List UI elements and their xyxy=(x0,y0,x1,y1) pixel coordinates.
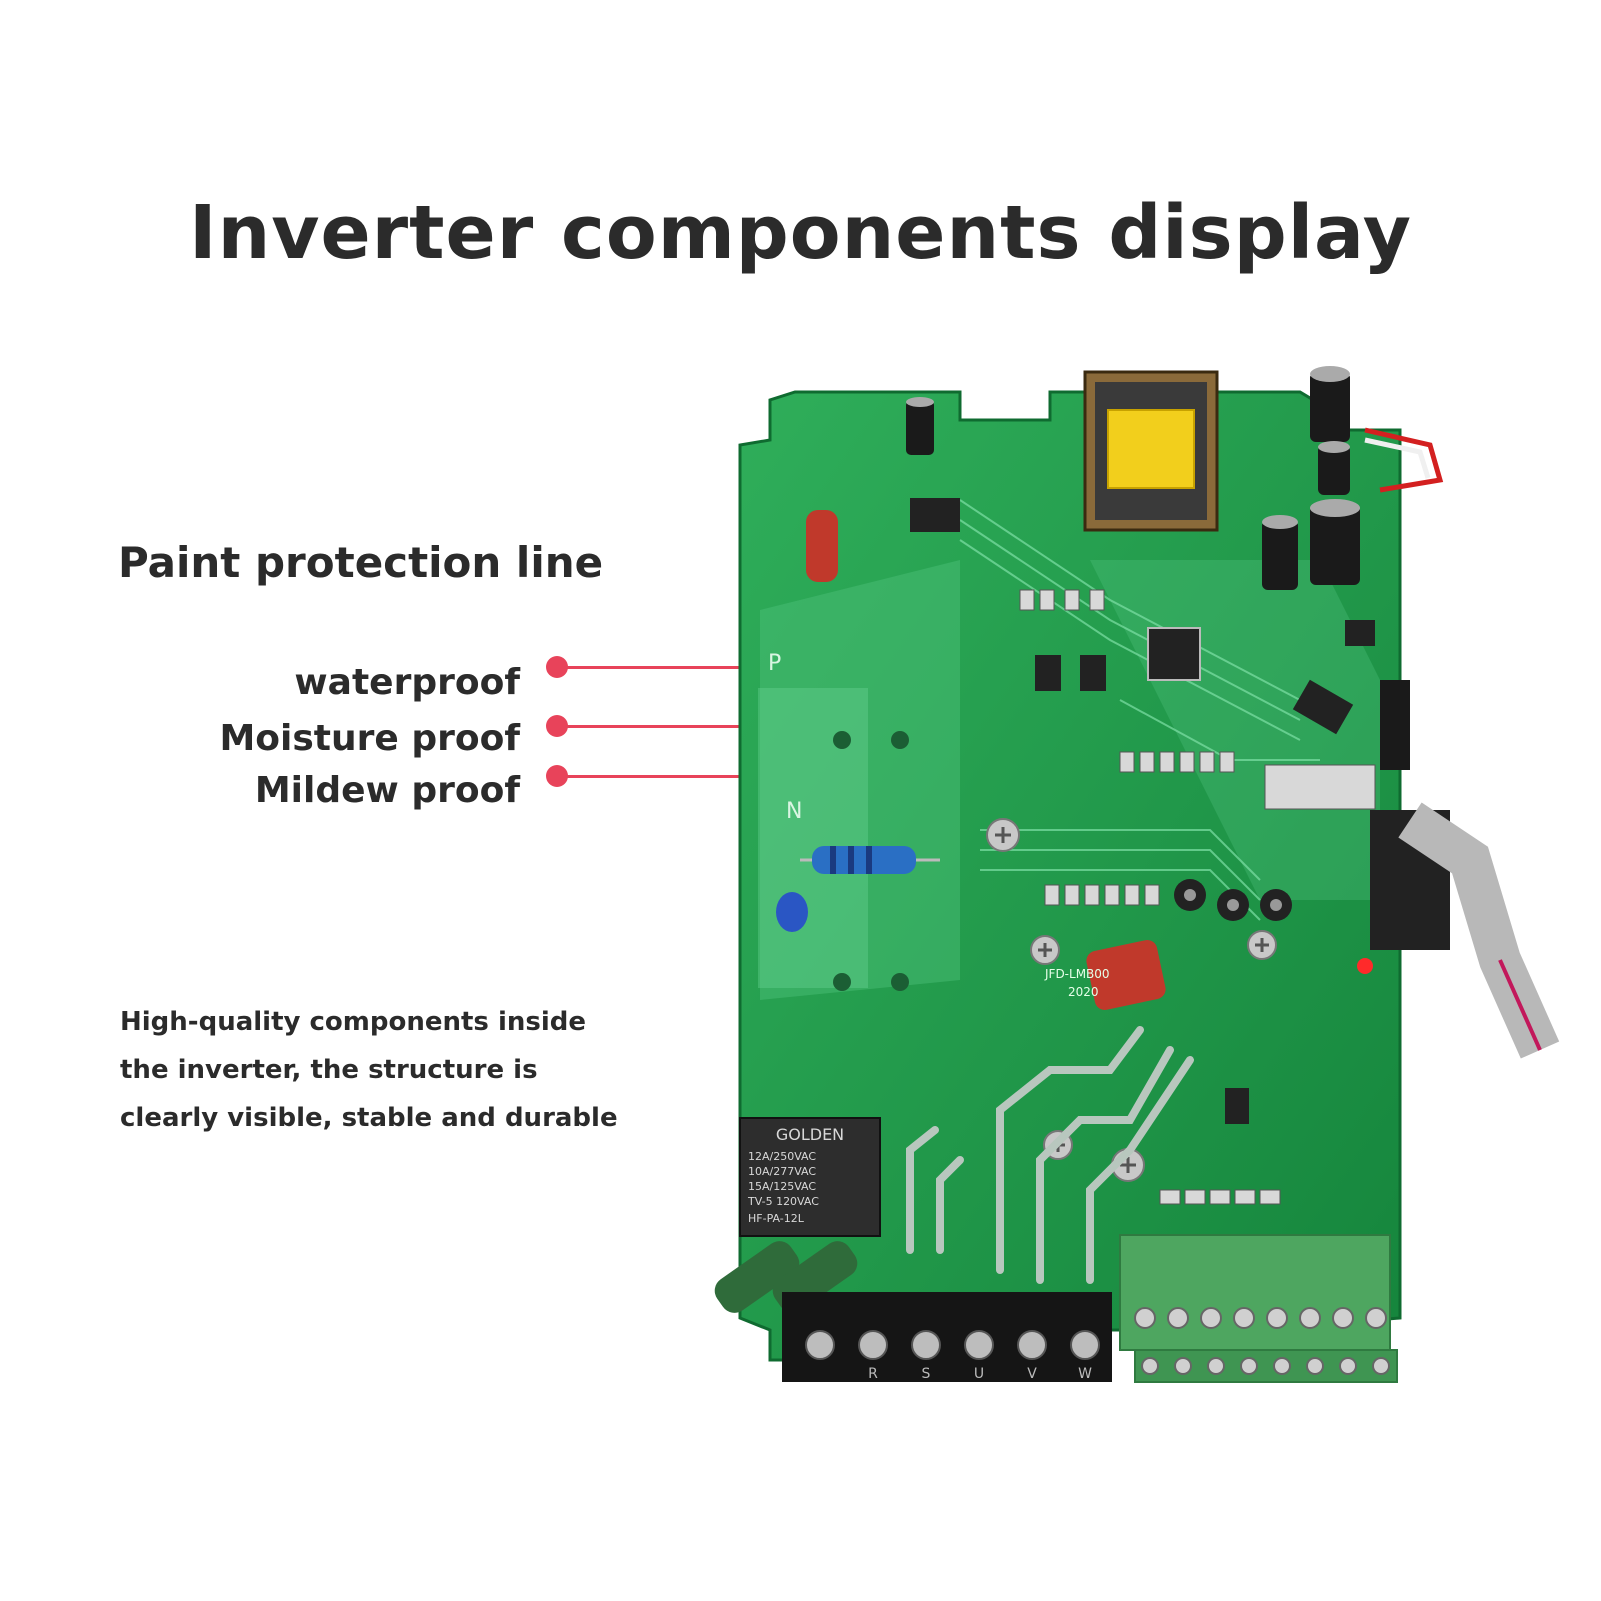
film-capacitor xyxy=(806,510,838,582)
smd-components xyxy=(1019,589,1376,1205)
pcb-code-label: JFD-LMB00 xyxy=(1044,967,1110,981)
ic-chip xyxy=(1225,1088,1249,1124)
electrolytic-capacitor xyxy=(1310,499,1360,585)
relay: GOLDEN 12A/250VAC 10A/277VAC 15A/125VAC … xyxy=(739,1117,881,1237)
section-subtitle: Paint protection line xyxy=(118,538,604,587)
status-led xyxy=(1357,958,1373,974)
coating-region xyxy=(760,560,960,1000)
electrolytic-capacitor xyxy=(906,397,934,455)
relay-rating: 12A/250VAC xyxy=(748,1150,816,1163)
description: High-quality components inside the inver… xyxy=(120,998,680,1142)
electrolytic-capacitor xyxy=(1318,441,1350,495)
feature-moisture-proof: Moisture proof xyxy=(219,718,520,759)
power-wire xyxy=(1364,427,1444,493)
ic-chip xyxy=(1080,655,1106,691)
microcontroller-chip xyxy=(1147,627,1201,681)
terminal-label-v: V xyxy=(1027,1366,1037,1382)
coating-region xyxy=(758,688,868,988)
pcb-traces xyxy=(959,499,1320,921)
callout-line xyxy=(557,666,763,669)
relay-model: HF-PA-12L xyxy=(748,1212,805,1225)
ic-chip xyxy=(910,498,960,532)
page-title: Inverter components display xyxy=(189,190,1412,276)
mounting-screw xyxy=(986,818,1020,852)
pcb-year-label: 2020 xyxy=(1068,985,1099,999)
electrolytic-capacitor xyxy=(1260,889,1292,921)
pin-header xyxy=(1380,680,1410,770)
solder-pads xyxy=(833,731,909,991)
ribbon-cable xyxy=(1498,959,1542,1051)
terminal-label-w: W xyxy=(1078,1366,1092,1382)
description-line: clearly visible, stable and durable xyxy=(120,1103,618,1133)
relay-brand: GOLDEN xyxy=(776,1125,844,1144)
film-capacitor xyxy=(1086,940,1166,1010)
feature-mildew-proof: Mildew proof xyxy=(254,770,520,811)
copper-bus xyxy=(906,1026,1194,1284)
callout-line xyxy=(557,775,763,778)
ic-chip xyxy=(1292,679,1354,735)
terminal-label-s: S xyxy=(922,1366,931,1382)
description-line: High-quality components inside xyxy=(120,1007,587,1037)
cement-resistor xyxy=(714,1241,800,1313)
terminal-p-label: P xyxy=(768,651,781,676)
electrolytic-capacitor xyxy=(1262,515,1298,590)
terminal-n-label: N xyxy=(786,799,802,824)
electrolytic-capacitor xyxy=(1174,879,1206,911)
ceramic-capacitor xyxy=(776,892,808,932)
control-terminal-block xyxy=(1119,1234,1398,1383)
relay-rating: 10A/277VAC xyxy=(748,1165,816,1178)
relay-rating: TV-5 120VAC xyxy=(747,1195,819,1208)
terminal-label-u: U xyxy=(974,1366,984,1382)
description-line: the inverter, the structure is xyxy=(120,1055,538,1085)
callout-line xyxy=(557,725,763,728)
power-resistor xyxy=(800,846,940,874)
electrolytic-capacitor xyxy=(1217,889,1249,921)
terminal-label-r: R xyxy=(868,1366,878,1382)
relay-rating: 15A/125VAC xyxy=(748,1180,816,1193)
transformer xyxy=(1083,370,1219,532)
ic-chip xyxy=(1035,655,1061,691)
mounting-screw xyxy=(1247,930,1277,960)
electrolytic-capacitor xyxy=(1310,366,1350,442)
power-wire xyxy=(1364,437,1431,479)
feature-waterproof: waterproof xyxy=(294,662,520,703)
mounting-screw xyxy=(1030,935,1060,965)
ic-chip xyxy=(1345,620,1375,646)
power-terminal-block: R S U V W xyxy=(782,1292,1112,1382)
